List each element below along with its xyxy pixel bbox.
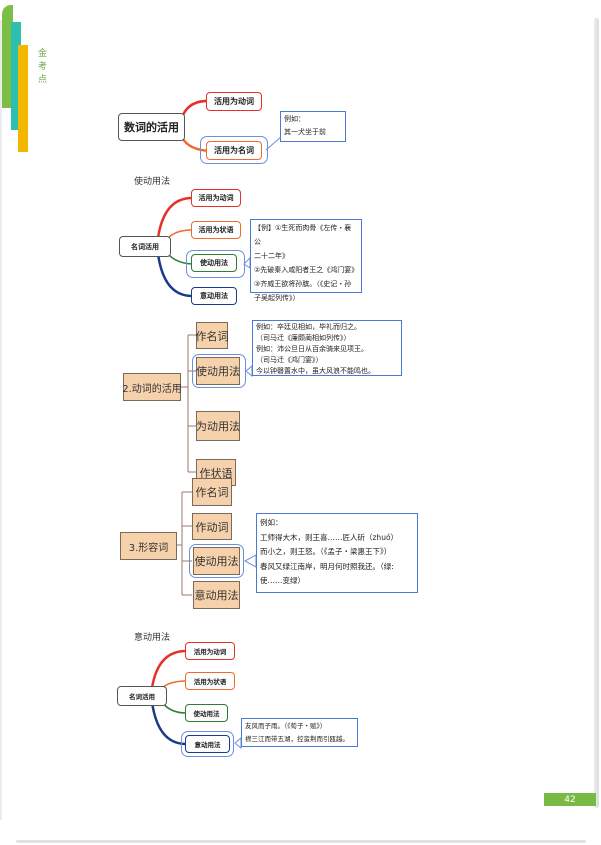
d4-callout-line: 而小之，则王怒。（《孟子・梁惠王下》） xyxy=(260,547,392,556)
d3-branch-4-label: 作状语 xyxy=(199,466,233,480)
d5-branch-3: 使动用法 xyxy=(185,704,228,722)
d2-section-title: 使动用法 xyxy=(134,177,171,187)
d5-selection-outline xyxy=(181,731,234,757)
page-number: 42 xyxy=(544,793,596,806)
accent-bar-yellow xyxy=(18,45,28,152)
d4-branch-1-label: 作名词 xyxy=(195,486,229,499)
d2-callout-line: ③齐威王欲将孙膑。（《史记・孙 xyxy=(254,280,352,288)
d5-branch-2: 活用为状语 xyxy=(185,672,235,690)
d1-branch-2-label: 活用为名词 xyxy=(214,146,254,155)
d3-callout-line: （司马迁《廉颇蔺相如列传》） xyxy=(256,334,351,342)
d5-branch-4-label: 意动用法 xyxy=(194,741,221,749)
d2-root-label: 名词活用 xyxy=(131,242,159,251)
d2-branch-4-label: 意动用法 xyxy=(200,292,228,300)
d2-callout: 【例】①生死而肉骨《左传・襄公 二十二年》 ②先破秦入咸阳者王之《鸿门宴》 ③齐… xyxy=(250,219,362,302)
d4-callout: 例如： 工师得大木，则王喜……匠人斫（zhuó） 而小之，则王怒。（《孟子・梁惠… xyxy=(256,513,418,593)
d5-branch-1-label: 活用为动词 xyxy=(193,648,227,656)
d4-selection-outline xyxy=(189,544,244,578)
callout-pointer-d4 xyxy=(243,554,257,568)
d3-callout-line: （司马迁《鸿门宴》） xyxy=(256,356,323,364)
d4-callout-line: 例如： xyxy=(260,518,283,527)
d4-callout-line: 使……变绿） xyxy=(260,576,305,585)
d5-root-label: 名词活用 xyxy=(129,693,155,701)
d4-branch-1: 作名词 xyxy=(192,478,232,506)
d4-branch-3-label: 使动用法 xyxy=(194,555,239,568)
d2-branch-3: 使动用法 xyxy=(191,254,237,272)
connector-d4 xyxy=(177,491,192,596)
accent-bar-green xyxy=(2,5,13,108)
page-edge-left xyxy=(0,20,2,820)
d1-callout: 例如： 其一犬坐于前 xyxy=(280,111,346,142)
page-number-label: 42 xyxy=(564,794,576,805)
d3-branch-3: 为动用法 xyxy=(196,411,240,441)
d5-root-node: 名词活用 xyxy=(117,686,167,706)
d5-callout-line: 友风而子雨。（《荀子・赋》） xyxy=(245,722,327,730)
d2-branch-1: 活用为动词 xyxy=(191,189,241,207)
d4-callout-line: 工师得大木，则王喜……匠人斫（zhuó） xyxy=(260,532,399,542)
d2-branch-2-label: 活用为状语 xyxy=(198,226,234,234)
d4-branch-2-label: 作动词 xyxy=(195,520,229,534)
d3-selection-outline xyxy=(192,354,246,388)
connector-d2-4 xyxy=(156,253,193,298)
d1-root-node: 数词的活用 xyxy=(118,113,185,141)
page-edge-bottom xyxy=(16,840,586,843)
d4-branch-4-label: 意动用法 xyxy=(194,589,239,602)
d1-root-label: 数词的活用 xyxy=(124,121,179,134)
d2-callout-line: 【例】①生死而肉骨《左传・襄公 xyxy=(254,224,352,246)
d3-root-node: 2.动词的活用 xyxy=(122,373,182,401)
connector-d2-1 xyxy=(156,196,193,239)
d3-branch-2: 使动用法 xyxy=(196,357,240,385)
d2-callout-line: ②先破秦入咸阳者王之《鸿门宴》 xyxy=(254,266,359,274)
d2-branch-2: 活用为状语 xyxy=(191,221,241,239)
page-edge-right xyxy=(594,18,599,808)
d4-branch-2: 作动词 xyxy=(192,513,232,540)
d3-callout-line: 今以钟磬置水中，虽大风浪不能鸣也。 xyxy=(256,367,375,375)
d2-callout-line: 子吴起列传》） xyxy=(254,294,300,302)
d3-callout: 例如：卒廷见相如，毕礼而归之。 （司马迁《廉颇蔺相如列传》） 例如：沛公旦日从百… xyxy=(252,320,402,376)
d4-root-label: 3.形容词 xyxy=(128,542,169,554)
d5-branch-2-label: 活用为状语 xyxy=(193,678,227,686)
d2-branch-4: 意动用法 xyxy=(191,287,237,305)
d2-callout-line: 二十二年》 xyxy=(254,252,289,260)
d3-callout-line: 例如：沛公旦日从百余骑来见项王。 xyxy=(256,345,368,353)
d1-branch-1-label: 活用为动词 xyxy=(214,97,254,106)
d5-branch-4: 意动用法 xyxy=(185,735,230,753)
d2-root-node: 名词活用 xyxy=(119,236,171,257)
d4-root-node: 3.形容词 xyxy=(120,532,177,560)
d5-branch-1: 活用为动词 xyxy=(185,642,235,660)
d1-selection-outline xyxy=(200,136,268,164)
d2-branch-3-label: 使动用法 xyxy=(200,259,228,267)
d5-section-title: 意动用法 xyxy=(134,633,171,643)
connector-d2-2 xyxy=(167,229,193,239)
d5-branch-3-label: 使动用法 xyxy=(193,710,220,718)
d3-branch-1-label: 作名词 xyxy=(195,329,229,343)
connector-d5-1 xyxy=(150,649,187,689)
side-label: 金考点 xyxy=(38,49,48,85)
d3-branch-2-label: 使动用法 xyxy=(196,365,240,378)
d1-callout-line: 其一犬坐于前 xyxy=(284,128,326,136)
d5-callout: 友风而子雨。（《荀子・赋》） 襟三江而带五湖，控蛮荆而引瓯越。 xyxy=(241,718,358,747)
d2-branch-1-label: 活用为动词 xyxy=(198,194,234,202)
d1-callout-line: 例如： xyxy=(284,115,305,123)
d4-callout-line: 春风又绿江南岸，明月何时照我还。（绿: xyxy=(260,561,394,571)
d3-root-label: 2.动词的活用 xyxy=(122,383,182,395)
d5-callout-line: 襟三江而带五湖，控蛮荆而引瓯越。 xyxy=(245,735,349,743)
d1-branch-2: 活用为名词 xyxy=(206,141,262,160)
d3-branch-1: 作名词 xyxy=(195,322,229,349)
d1-branch-1: 活用为动词 xyxy=(206,92,262,111)
d3-callout-line: 例如：卒廷见相如，毕礼而归之。 xyxy=(256,323,361,331)
d4-branch-3: 使动用法 xyxy=(193,547,240,575)
d4-branch-4: 意动用法 xyxy=(193,581,240,609)
accent-bar-teal xyxy=(11,22,21,130)
d3-branch-3-label: 为动用法 xyxy=(196,420,240,433)
d2-selection-outline xyxy=(186,250,245,278)
